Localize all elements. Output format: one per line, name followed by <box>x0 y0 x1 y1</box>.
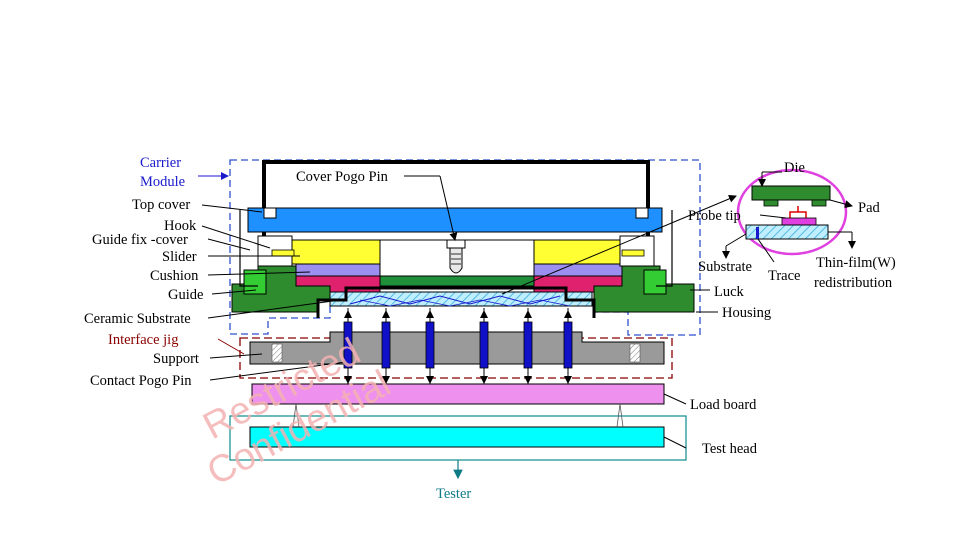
label-contact-pogo-pin: Contact Pogo Pin <box>90 373 192 389</box>
label-load-board: Load board <box>690 397 757 413</box>
contact-pogo-pins <box>343 308 573 386</box>
pogo-pin <box>523 308 533 386</box>
label-module: Module <box>140 174 185 190</box>
guide-right-inner <box>643 269 667 295</box>
pogo-pin <box>479 308 489 386</box>
top-cover-frame <box>262 160 650 305</box>
die <box>751 185 831 201</box>
probe-pad <box>781 217 817 226</box>
label-housing: Housing <box>722 305 771 321</box>
hook-left-slot <box>271 249 295 257</box>
top-cover-nub-left <box>263 207 277 219</box>
pogo-pin <box>563 308 573 386</box>
probe-tip <box>789 206 807 218</box>
detail-trace <box>756 227 759 239</box>
label-pad: Pad <box>858 200 881 216</box>
cover-pogo-pin-body <box>449 247 463 274</box>
pogo-pin <box>425 308 435 386</box>
label-hook: Hook <box>164 218 197 234</box>
label-cover-pogo-pin: Cover Pogo Pin <box>296 169 389 185</box>
label-support: Support <box>153 351 199 367</box>
label-top-cover: Top cover <box>132 197 190 213</box>
label-thin-film: Thin-film(W) <box>816 255 896 271</box>
label-substrate: Substrate <box>698 259 752 275</box>
die-bump-right <box>811 199 827 207</box>
cushion-left <box>295 263 381 277</box>
label-interface-jig: Interface jig <box>108 332 178 348</box>
cushion-right <box>533 263 623 277</box>
top-cover-nub-right <box>635 207 649 219</box>
die-bump-left <box>763 199 779 207</box>
center-green <box>379 275 535 287</box>
guide-left-inner <box>243 269 267 295</box>
label-slider: Slider <box>162 249 197 265</box>
label-test-head: Test head <box>702 441 758 457</box>
label-probe-tip: Probe tip <box>688 208 741 224</box>
label-ceramic-substrate: Ceramic Substrate <box>84 311 191 327</box>
label-guide: Guide <box>168 287 203 303</box>
top-cover-band <box>247 207 663 233</box>
label-die: Die <box>784 160 805 176</box>
label-redistribution: redistribution <box>814 275 893 291</box>
label-guide-fix-cover: Guide fix -cover <box>92 232 188 248</box>
cover-pogo-pin <box>446 239 466 249</box>
label-tester: Tester <box>436 486 471 502</box>
detail-callout <box>736 168 848 256</box>
label-luck: Luck <box>714 284 745 300</box>
label-carrier: Carrier <box>140 155 181 171</box>
pogo-pin <box>381 308 391 386</box>
housing-outline <box>316 286 596 318</box>
hook-right-slot <box>621 249 645 257</box>
support-screw-right <box>629 343 641 363</box>
label-trace: Trace <box>768 268 800 284</box>
label-cushion: Cushion <box>150 268 199 284</box>
support-screw-left <box>271 343 283 363</box>
pogo-pin <box>343 308 353 386</box>
